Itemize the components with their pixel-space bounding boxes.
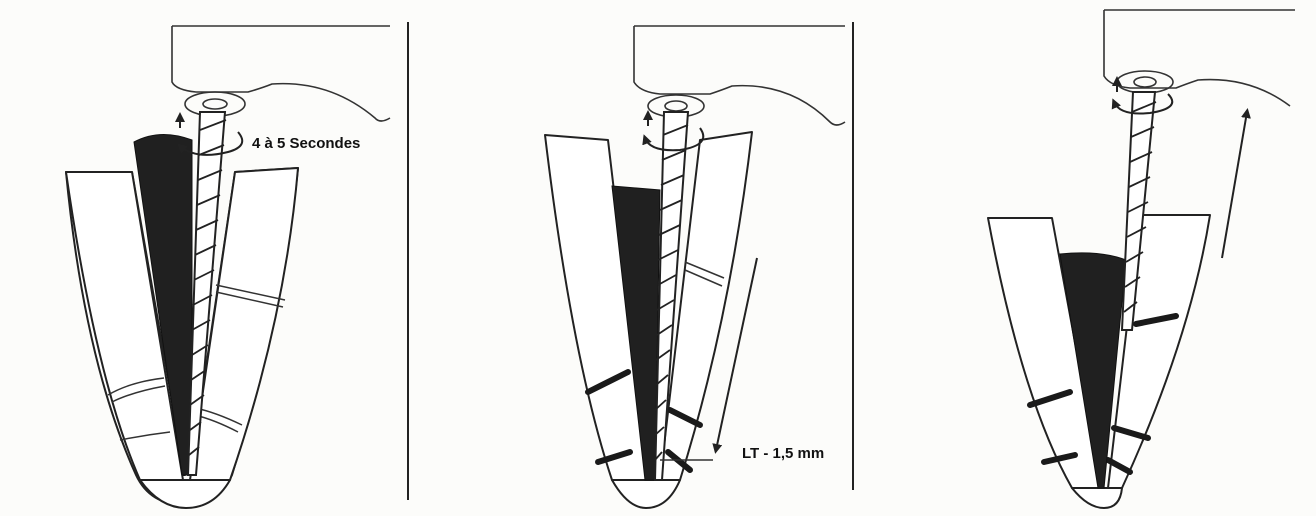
panel-3 — [987, 9, 1295, 509]
rotation-arrow-icon — [176, 131, 244, 156]
panel-2: LT - 1,5 mm — [544, 22, 854, 509]
up-arrow-icon — [1221, 108, 1251, 259]
gutta-mass — [1059, 252, 1127, 489]
panel-1: 4 à 5 Secondes — [65, 22, 409, 509]
duration-label: 4 à 5 Secondes — [252, 135, 360, 152]
rotation-arrow-icon — [1111, 93, 1174, 115]
chuck — [1116, 70, 1174, 94]
handpiece-head — [633, 26, 846, 126]
depth-label: LT - 1,5 mm — [742, 445, 824, 462]
handpiece-head — [171, 26, 391, 122]
file — [1120, 91, 1157, 331]
rotation-arrow-icon — [642, 127, 705, 152]
file — [653, 111, 690, 481]
down-arrow-icon — [712, 257, 758, 454]
